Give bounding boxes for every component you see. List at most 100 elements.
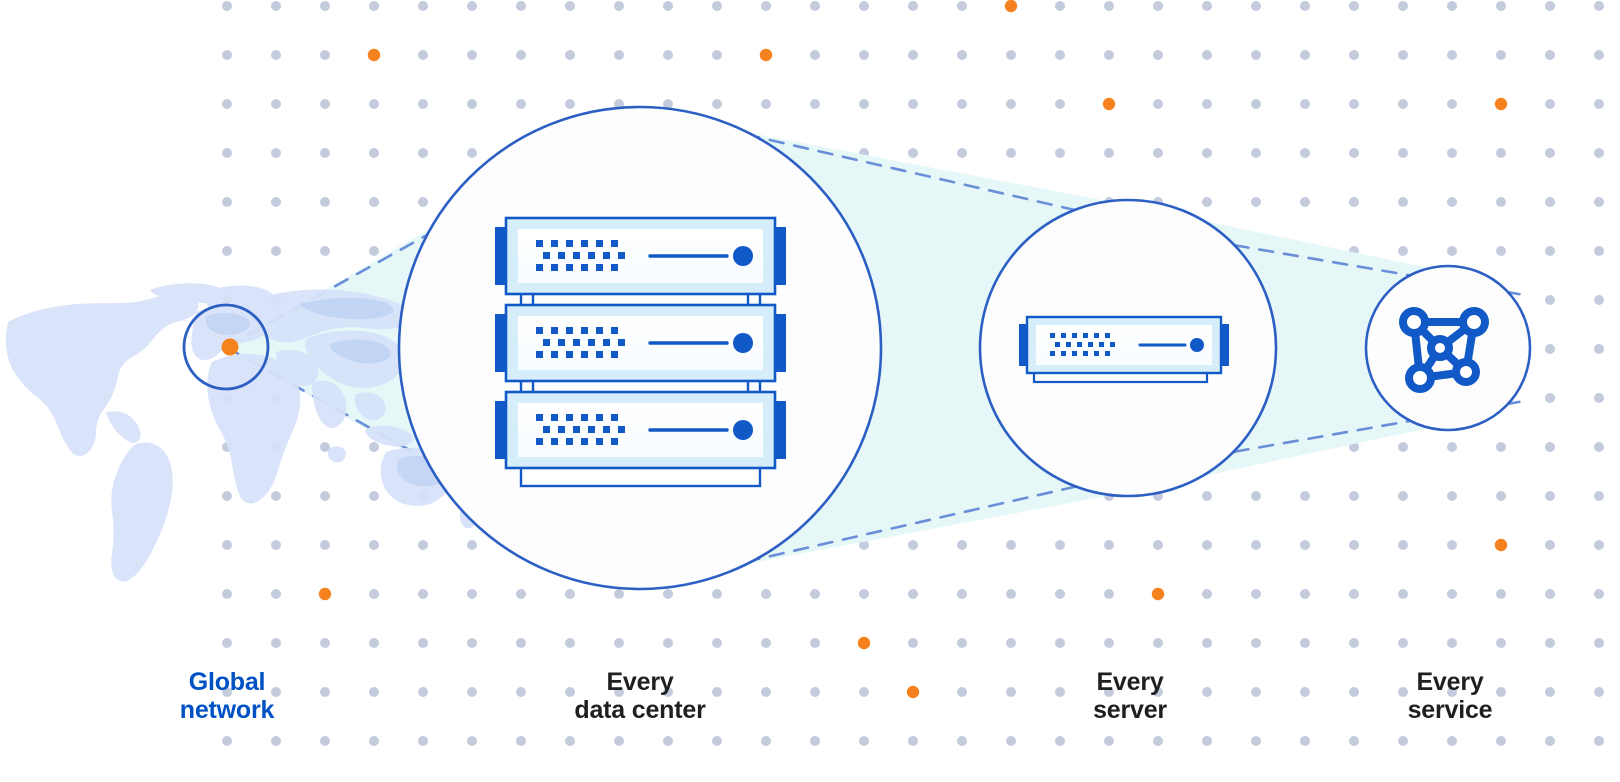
grid-dot: [320, 491, 330, 501]
grid-dot: [908, 1, 918, 11]
grid-dot: [859, 540, 869, 550]
grid-dot-accent: [1004, 0, 1018, 13]
grid-dot: [614, 736, 624, 746]
grid-dot: [1447, 540, 1457, 550]
grid-dot: [1055, 50, 1065, 60]
grid-dot: [1349, 638, 1359, 648]
grid-dot: [369, 736, 379, 746]
grid-dot: [957, 589, 967, 599]
grid-dot: [1006, 148, 1016, 158]
grid-dot: [271, 1, 281, 11]
grid-dot: [369, 99, 379, 109]
grid-dot: [1398, 1, 1408, 11]
grid-dot: [1055, 1, 1065, 11]
grid-dot: [1300, 589, 1310, 599]
grid-dot: [1545, 638, 1555, 648]
grid-dot: [1153, 1, 1163, 11]
grid-dot: [418, 687, 428, 697]
grid-dot: [1594, 50, 1604, 60]
grid-dot: [271, 491, 281, 501]
grid-dot: [1055, 540, 1065, 550]
grid-dot: [712, 1, 722, 11]
grid-dot-accent: [1102, 97, 1116, 111]
grid-dot: [1496, 197, 1506, 207]
grid-dot: [1202, 148, 1212, 158]
grid-dot: [614, 1, 624, 11]
grid-dot: [369, 197, 379, 207]
grid-dot: [565, 687, 575, 697]
label-data-center-line1: Every: [606, 668, 674, 696]
grid-dot: [516, 50, 526, 60]
grid-dot: [1496, 491, 1506, 501]
grid-dot: [957, 540, 967, 550]
grid-dot: [271, 197, 281, 207]
grid-dot: [320, 638, 330, 648]
grid-dot: [271, 687, 281, 697]
grid-dot: [516, 99, 526, 109]
grid-dot: [908, 589, 918, 599]
grid-dot: [1349, 589, 1359, 599]
grid-dot: [1594, 1, 1604, 11]
grid-dot: [957, 687, 967, 697]
grid-dot: [1055, 99, 1065, 109]
grid-dot: [418, 148, 428, 158]
grid-dot: [1006, 50, 1016, 60]
grid-dot: [1447, 148, 1457, 158]
grid-dot: [418, 99, 428, 109]
grid-dot: [467, 638, 477, 648]
grid-dot: [320, 687, 330, 697]
grid-dot: [1545, 687, 1555, 697]
grid-dot: [1496, 638, 1506, 648]
grid-dot: [1398, 589, 1408, 599]
grid-dot: [1104, 638, 1114, 648]
grid-dot: [957, 50, 967, 60]
world-map-icon: [5, 283, 478, 582]
grid-dot: [1398, 442, 1408, 452]
grid-dot: [761, 687, 771, 697]
grid-dot: [1594, 295, 1604, 305]
grid-dot: [1251, 736, 1261, 746]
grid-dot: [320, 736, 330, 746]
grid-dot: [859, 99, 869, 109]
grid-dot: [222, 589, 232, 599]
grid-dot: [908, 148, 918, 158]
grid-dot: [1055, 638, 1065, 648]
grid-dot: [1104, 540, 1114, 550]
grid-dot: [957, 1, 967, 11]
grid-dot: [271, 736, 281, 746]
grid-dot: [1006, 687, 1016, 697]
grid-dot: [1496, 589, 1506, 599]
grid-dot-accent: [857, 636, 871, 650]
grid-dot: [1202, 638, 1212, 648]
grid-dot: [663, 638, 673, 648]
grid-dot: [1447, 442, 1457, 452]
grid-dot: [712, 50, 722, 60]
grid-dot: [1251, 197, 1261, 207]
grid-dot: [1594, 344, 1604, 354]
grid-dot: [1496, 736, 1506, 746]
grid-dot: [1594, 99, 1604, 109]
grid-dot: [908, 99, 918, 109]
grid-dot: [418, 589, 428, 599]
grid-dot: [1153, 687, 1163, 697]
grid-dot: [712, 736, 722, 746]
label-service-line2: service: [1407, 696, 1493, 724]
server-unit: [495, 216, 786, 296]
grid-dot: [957, 736, 967, 746]
grid-dot-accent: [1494, 97, 1508, 111]
grid-dot: [222, 148, 232, 158]
label-server: Every server: [1030, 668, 1230, 724]
grid-dot: [1202, 491, 1212, 501]
grid-dot: [271, 246, 281, 256]
grid-dot: [1398, 638, 1408, 648]
grid-dot: [1447, 736, 1457, 746]
grid-dot: [761, 1, 771, 11]
grid-dot: [1447, 99, 1457, 109]
grid-dot: [1398, 736, 1408, 746]
grid-dot: [712, 589, 722, 599]
grid-dot-accent: [906, 685, 920, 699]
grid-dot: [467, 687, 477, 697]
grid-dot: [1349, 99, 1359, 109]
grid-dot: [1202, 589, 1212, 599]
